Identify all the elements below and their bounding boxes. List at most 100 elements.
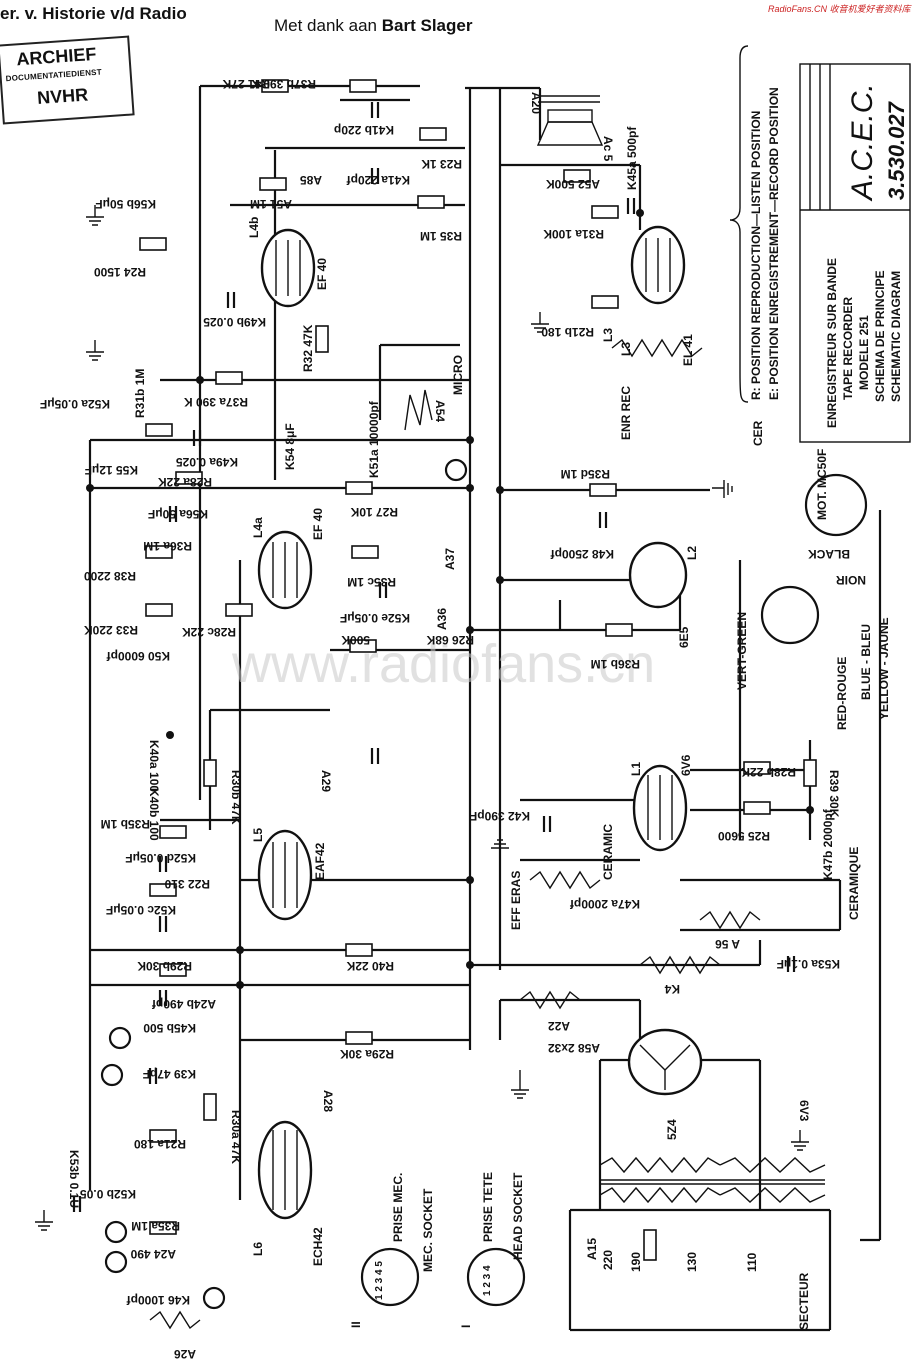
label-k39: K39 47pF <box>143 1067 196 1081</box>
label-red-rouge: RED-ROUGE <box>835 657 849 730</box>
label-a20: A20 <box>529 92 543 114</box>
resistors <box>139 79 817 1261</box>
legend-r: R: POSITION REPRODUCTION—LISTEN POSITION <box>749 111 763 400</box>
label-a36: A36 <box>435 608 449 630</box>
socket-ii-pins: 1 2 3 4 5 <box>374 1261 385 1300</box>
tube-l5-id: L5 <box>251 828 265 842</box>
legend-tag: CER <box>751 420 765 446</box>
label-k53a: K53a 0.1μF <box>777 957 840 971</box>
label-motor: MOT. MC50F <box>815 449 829 520</box>
label-k41a: K41a 220pf <box>346 173 410 187</box>
tube-l6-type: ECH42 <box>311 1227 325 1266</box>
label-r41: R41 27K <box>222 77 270 91</box>
label-r33: R33 220K <box>84 623 138 637</box>
label-vert-green: VERT-GREEN <box>735 612 749 690</box>
label-r21a: R21a 180 <box>134 1137 186 1151</box>
label-r28a: R28a 22K <box>158 475 212 489</box>
label-a24b: A24b 490pf <box>151 997 216 1011</box>
label-r38: R38 2200 <box>84 569 136 583</box>
sockets <box>100 458 526 1310</box>
label-noir: NOIR <box>836 573 866 587</box>
socket-ii-fr: PRISE MEC. <box>391 1173 405 1242</box>
title-line-1: ENREGISTREUR SUR BANDE <box>825 258 839 428</box>
label-k52d: K52d 0.05μF <box>125 851 196 865</box>
label-r32: R32 47K <box>301 324 315 372</box>
thanks-name: Bart Slager <box>381 16 473 35</box>
title-block: ENREGISTREUR SUR BANDE TAPE RECORDER MOD… <box>799 63 911 443</box>
thanks-line: Met dank aan Bart Slager <box>274 16 472 36</box>
junctions <box>86 209 814 989</box>
label-500k: 500K <box>341 633 370 647</box>
ground-symbols <box>35 205 809 1231</box>
coils <box>149 338 826 1330</box>
legend: R: POSITION REPRODUCTION—LISTEN POSITION… <box>729 45 781 446</box>
title-line-2: TAPE RECORDER <box>841 297 855 400</box>
label-r37a: R37a 390 K <box>184 395 248 409</box>
socket-i-pins: 1 2 3 4 <box>482 1265 493 1296</box>
vacuum-tubes <box>257 225 703 1220</box>
label-k52c: K52c 0.05μF <box>106 903 176 917</box>
label-a58: A58 2x32 <box>548 1041 600 1055</box>
label-secteur: SECTEUR <box>797 1272 811 1330</box>
motor <box>760 473 868 645</box>
label-130: 130 <box>685 1252 699 1272</box>
label-eff-eras: EFF ERAS <box>509 871 523 930</box>
label-a22: A22 <box>548 1019 570 1033</box>
tube-l2-id: L2 <box>685 546 699 560</box>
label-k49a: K49a 0.025 <box>176 455 238 469</box>
tube-l3-type: EL 41 <box>681 334 695 366</box>
label-k48: K48 2500pf <box>550 547 614 561</box>
label-r29b: R29b 30K <box>137 959 192 973</box>
label-r28c: R28c 22K <box>182 625 236 639</box>
label-r23: R23 1K <box>421 157 462 171</box>
label-r29a: R29a 30K <box>340 1047 394 1061</box>
label-k4: K4 <box>664 982 680 996</box>
label-ceramic: CERAMIC <box>601 824 615 880</box>
socket-ii-roman: II <box>349 1321 363 1328</box>
label-r30a: R30a 47K <box>229 1110 243 1164</box>
tube-l4b-type: EF 40 <box>315 258 329 290</box>
label-r26: R26 68K <box>426 633 474 647</box>
label-r36b: R36b 1M <box>591 657 640 671</box>
label-blue: BLUE - BLEU <box>859 624 873 700</box>
socket-i-roman: I <box>459 1325 473 1328</box>
tube-l4b-id: L4b <box>247 217 261 238</box>
label-a24: A24 490 <box>130 1247 176 1261</box>
label-r35a: R35a 1M <box>131 1219 180 1233</box>
tube-l5-type: EAF42 <box>313 842 327 880</box>
label-ceramique: CERAMIQUE <box>847 847 861 920</box>
label-a85: A85 <box>300 173 322 187</box>
label-a15: A15 <box>585 1238 599 1260</box>
label-k49b: K49b 0.025 <box>203 315 266 329</box>
label-r36a: R36a 1M <box>143 539 192 553</box>
socket-labels: II PRISE MEC. MEC. SOCKET 1 2 3 4 5 I PR… <box>349 1172 525 1328</box>
label-k45b: K45b 500 <box>143 1021 196 1035</box>
label-r35: R35 1M <box>420 229 462 243</box>
label-k52e: K52e 0.05μF <box>340 611 410 625</box>
label-k56a: K56a 50μF <box>148 507 208 521</box>
label-k52a: K52a 0.05μF <box>40 397 110 411</box>
label-k40b: K40b 100 <box>147 788 161 841</box>
label-ac5: Ac 5 <box>601 136 615 162</box>
label-enr-rec: ENR REC <box>619 386 633 440</box>
label-black: BLACK <box>808 547 850 561</box>
label-a29: A29 <box>319 770 333 792</box>
speaker <box>536 95 604 146</box>
label-k46: K46 1000pf <box>126 1293 190 1307</box>
source-mark: RadioFans.CN 收音机爱好者资料库 <box>768 4 911 14</box>
title-line-4: SCHEMA DE PRINCIPE <box>873 270 887 402</box>
label-r35c: R35c 1M <box>347 575 396 589</box>
label-k54: K54 8μF <box>283 423 297 470</box>
label-k53b: K53b 0.1U <box>67 1150 81 1208</box>
drawing-number: 3.530.027 <box>884 100 909 200</box>
label-a52: A52 500K <box>546 177 600 191</box>
label-a51: A51 1M <box>250 197 292 211</box>
label-r35b: R35b 1M <box>101 817 150 831</box>
label-a28: A28 <box>321 1090 335 1112</box>
label-a37: A37 <box>443 548 457 570</box>
tube-l6-id: L6 <box>251 1242 265 1256</box>
label-r30b: R30b 47K <box>229 770 243 825</box>
tube-l2-type: 6E5 <box>677 626 691 648</box>
label-190: 190 <box>629 1252 643 1272</box>
